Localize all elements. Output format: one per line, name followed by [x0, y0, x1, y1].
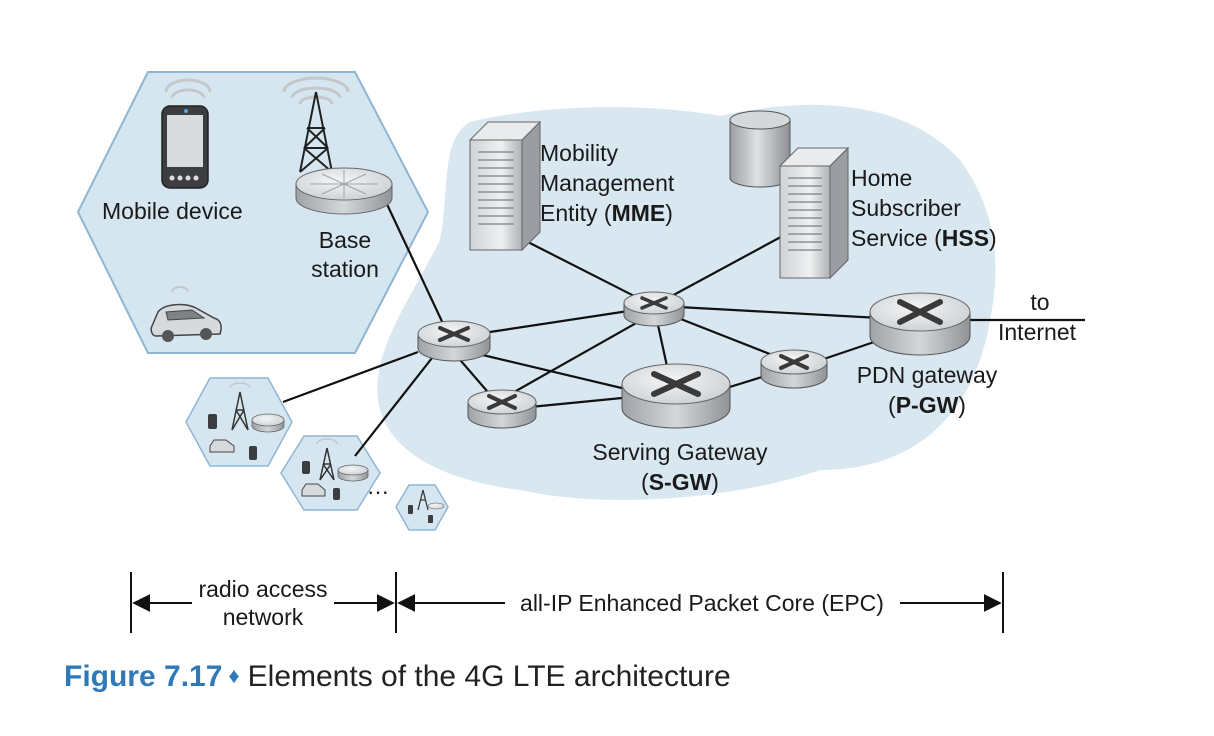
span-indicators [130, 572, 1004, 633]
sgw-open: ( [641, 469, 649, 495]
mini-phone-icon [333, 488, 340, 500]
pdn-gateway-label: (P-GW) [888, 392, 966, 418]
mobile-phone-icon[interactable] [161, 78, 212, 189]
router-cross-icon [640, 296, 668, 310]
pdn-gateway-label: PDN gateway [857, 362, 998, 388]
mini-phone-icon [428, 515, 433, 523]
serving-gateway-router[interactable] [621, 363, 731, 429]
small-tower-icon [316, 438, 338, 481]
router-cross-icon [897, 299, 943, 325]
link-router-hss [667, 231, 791, 299]
pgw-close: ) [958, 392, 966, 418]
serving-gateway-label: Serving Gateway [592, 439, 768, 465]
base-station-label: station [311, 256, 379, 282]
to-internet-label: Internet [998, 319, 1077, 345]
hss-label-prefix: Service ( [851, 225, 942, 251]
figure-number: Figure 7.17 [64, 660, 223, 693]
small-cell-devices [301, 438, 369, 500]
mme-label-suffix: ) [665, 200, 673, 226]
link-smallcell-router [282, 350, 419, 404]
small-tower-icon [229, 382, 251, 431]
car-icon[interactable] [150, 286, 222, 342]
sgw-close: ) [711, 469, 719, 495]
hss-label-suffix: ) [989, 225, 997, 251]
ran-span-label: radio access [198, 576, 327, 602]
link-smallcell-router [354, 357, 433, 457]
link-center-pgw [659, 304, 881, 320]
router-center[interactable] [623, 291, 685, 327]
epc-span-label: all-IP Enhanced Packet Core (EPC) [520, 590, 884, 616]
mme-label-prefix: Entity ( [540, 200, 612, 226]
serving-gateway-label: (S-GW) [641, 469, 719, 495]
mme-label: Management [540, 170, 675, 196]
figure-caption: Figure 7.17♦ Elements of the 4G LTE archi… [64, 655, 731, 699]
figure-caption-text: Elements of the 4G LTE architecture [247, 660, 731, 693]
link-center-small [499, 317, 646, 401]
base-station-tower-icon[interactable] [282, 76, 393, 215]
mini-phone-icon [249, 446, 257, 460]
router-cross-icon [779, 354, 809, 370]
pgw-abbrev: P-GW [896, 392, 959, 418]
small-cell-hexagon [395, 484, 449, 531]
wifi-signal-icon [164, 78, 212, 93]
mme-server-icon[interactable] [468, 120, 542, 252]
hss-abbrev: HSS [942, 225, 989, 251]
mme-abbrev: MME [612, 200, 666, 226]
wifi-signal-icon [282, 76, 350, 93]
router-cross-icon [651, 371, 701, 397]
mini-car-icon [209, 439, 235, 453]
router-edge[interactable] [417, 320, 491, 362]
ran-span-label: network [223, 604, 304, 630]
hss-label: Service (HSS) [851, 225, 997, 251]
link-center-right [667, 312, 786, 362]
link-base-station-router [384, 199, 447, 331]
link-small-sgw [519, 396, 623, 410]
small-tower-icon [417, 489, 429, 511]
base-station-label: Base [319, 227, 371, 253]
router-cross-icon [438, 326, 470, 342]
router-cross-icon [487, 394, 517, 410]
mini-phone-icon [408, 505, 413, 514]
more-cells-ellipsis: … [367, 473, 390, 499]
small-cell-devices [208, 382, 285, 460]
sgw-abbrev: S-GW [649, 469, 712, 495]
mme-label: Entity (MME) [540, 200, 673, 226]
network-links [282, 199, 1085, 457]
hss-database-icon[interactable] [729, 110, 791, 188]
mini-car-icon [301, 483, 326, 497]
link-edge-small [454, 353, 494, 399]
mini-phone-icon [302, 461, 310, 474]
hss-label: Home [851, 165, 912, 191]
wifi-signal-icon [171, 286, 189, 293]
pdn-gateway-router[interactable] [869, 292, 971, 356]
to-internet-label: to [1030, 289, 1049, 315]
diamond-separator-icon: ♦ [228, 663, 240, 688]
link-edge-sgw [469, 350, 631, 392]
mobile-device-label: Mobile device [102, 198, 243, 224]
router-right[interactable] [760, 349, 828, 389]
link-edge-center [469, 308, 636, 337]
mme-label: Mobility [540, 140, 618, 166]
hss-server-icon[interactable] [778, 146, 850, 280]
pgw-open: ( [888, 392, 896, 418]
router-lower-left[interactable] [467, 389, 537, 429]
mini-phone-icon [208, 414, 217, 429]
hss-label: Subscriber [851, 195, 961, 221]
link-router-mme [519, 237, 643, 301]
small-cell-devices [408, 489, 445, 523]
